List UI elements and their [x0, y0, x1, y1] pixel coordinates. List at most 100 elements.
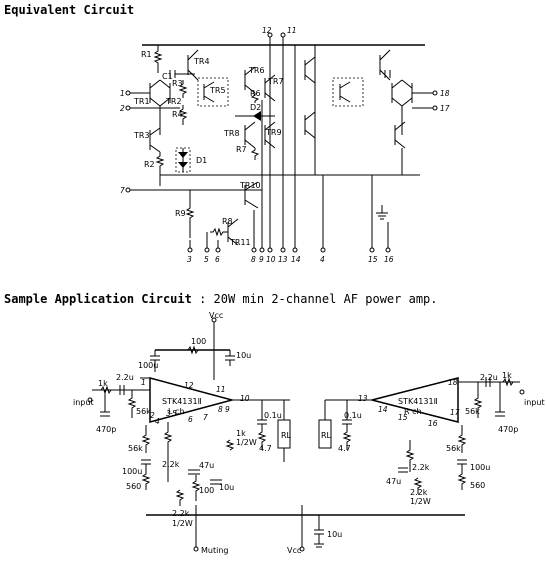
- pin-5-label: 5: [204, 255, 209, 264]
- pin-9-label: 9: [259, 255, 264, 264]
- tr2-label: TR2: [165, 97, 182, 106]
- tr4-label: TR4: [193, 57, 210, 66]
- pin-13-label: 13: [278, 255, 288, 264]
- c100u-top-label: 100u: [138, 361, 158, 370]
- r560-left-label: 560: [126, 482, 141, 491]
- r6-label: R6: [250, 89, 261, 98]
- r560-right-label: 560: [470, 481, 485, 490]
- r1-label: R1: [141, 50, 152, 59]
- c1-label: C1: [162, 72, 173, 81]
- ic-left-pin-4: 4: [155, 417, 160, 426]
- r9-label: R9: [175, 209, 186, 218]
- r22k-left-label: 2.2k: [162, 460, 180, 469]
- tr9-label: TR9: [265, 128, 282, 137]
- ic-left-name: STK4131Ⅱ: [162, 397, 202, 406]
- ic-left-pin-5: 5: [172, 409, 177, 418]
- ic-right-pin-16: 16: [428, 419, 438, 428]
- ic-left-pin-2: 2: [150, 411, 155, 420]
- w-left-label: 1/2W: [172, 519, 193, 528]
- tr3-label: TR3: [133, 131, 150, 140]
- d1-label: D1: [196, 156, 207, 165]
- c10u-left-label: 10u: [219, 483, 234, 492]
- pin-18-label: 18: [440, 89, 450, 98]
- c10u-top-label: 10u: [236, 351, 251, 360]
- bottom-pins: 3 5 6 8 9 10 13 14 4 15 16: [187, 175, 394, 264]
- sample-application-subtitle: : 20W min 2-channel AF power amp.: [199, 292, 438, 306]
- vcc-top-label: Vcc: [209, 311, 223, 320]
- tr1-label: TR1: [133, 97, 150, 106]
- sample-application-title: Sample Application Circuit: [4, 292, 192, 306]
- ic-left-pin-7: 7: [203, 413, 208, 422]
- input-left-label: input: [73, 398, 94, 407]
- tr7-label: TR7: [267, 77, 284, 86]
- ic-right-pin-13: 13: [358, 394, 368, 403]
- c47u-right-label: 47u: [386, 477, 401, 486]
- r56k-left-2-label: 56k: [128, 444, 143, 453]
- c100u-right-label: 100u: [470, 463, 490, 472]
- ic-left-pin-9: 9: [225, 405, 230, 414]
- pin-16-label: 16: [384, 255, 394, 264]
- tr5-label: TR5: [209, 86, 226, 95]
- r47-left-label: 4.7: [259, 444, 272, 453]
- pin-12-label: 12: [262, 26, 272, 35]
- c01u-right-label: 0.1u: [344, 411, 362, 420]
- r22k-right-2-label: 2.2k: [410, 488, 428, 497]
- ic-left-pin-1: 1: [141, 378, 146, 387]
- lch-label: L ch: [168, 407, 184, 416]
- rl-left-label: RL: [281, 431, 292, 440]
- ic-right-pin-15: 15: [398, 413, 408, 422]
- r3-label: R3: [172, 79, 183, 88]
- r100-label: 100: [191, 337, 206, 346]
- r22k-right-label: 2.2k: [412, 463, 430, 472]
- w-left-2-label: 1/2W: [236, 438, 257, 447]
- r22k-left-2-label: 2.2k: [172, 509, 190, 518]
- equivalent-circuit-heading: Equivalent Circuit: [4, 3, 134, 17]
- ic-left-pin-10: 10: [240, 394, 250, 403]
- c01u-left-label: 0.1u: [264, 411, 282, 420]
- sample-application-heading: Sample Application Circuit : 20W min 2-c…: [4, 292, 438, 306]
- application-circuit: Vcc 100 100u 10u 1 12 11 10 2 3 5 6 7 8 …: [73, 311, 545, 555]
- input-right-label: input: [524, 398, 545, 407]
- c10u-bottom-label: 10u: [327, 530, 342, 539]
- r1k-right-label: 1k: [502, 371, 512, 380]
- tr8-label: TR8: [223, 129, 240, 138]
- ic-left-pin-3: 3: [166, 409, 171, 418]
- pin-14-label: 14: [291, 255, 301, 264]
- r47-right-label: 4.7: [338, 444, 351, 453]
- ic-right-pin-18: 18: [448, 378, 458, 387]
- ic-right-name: STK4131Ⅱ: [398, 397, 438, 406]
- pin-15-label: 15: [368, 255, 378, 264]
- c22u-right-label: 2.2u: [480, 373, 498, 382]
- r56k-right-2-label: 56k: [446, 444, 461, 453]
- equivalent-circuit-title: Equivalent Circuit: [4, 3, 135, 17]
- muting-label: Muting: [201, 546, 228, 555]
- ic-right-pin-17: 17: [450, 408, 460, 417]
- w-right-label: 1/2W: [410, 497, 431, 506]
- d2-label: D2: [250, 103, 261, 112]
- ic-right-pin-14: 14: [378, 405, 388, 414]
- r56k-left-1-label: 56k: [136, 407, 151, 416]
- c470p-left-label: 470p: [96, 425, 116, 434]
- pin-11-label: 11: [287, 26, 297, 35]
- tr6-label: TR6: [248, 66, 265, 75]
- ic-left-pin-6: 6: [188, 415, 193, 424]
- c47u-left-label: 47u: [199, 461, 214, 470]
- r56k-right-1-label: 56k: [465, 407, 480, 416]
- c22u-left-label: 2.2u: [116, 373, 134, 382]
- pin-17-label: 17: [440, 104, 450, 113]
- pin-7-label: 7: [120, 186, 125, 195]
- r1k-left-2-label: 1k: [236, 429, 246, 438]
- equivalent-circuit: 12 11 R1 1 2 TR1 TR2 C1 TR4 R3: [120, 26, 450, 264]
- r1k-left-label: 1k: [98, 379, 108, 388]
- pin-6-label: 6: [215, 255, 220, 264]
- ic-left-pin-11: 11: [216, 385, 226, 394]
- pin-2-label: 2: [120, 104, 125, 113]
- pin-4-label: 4: [320, 255, 325, 264]
- pin-10-label: 10: [266, 255, 276, 264]
- r4-label: R4: [172, 110, 183, 119]
- ic-left-pin-12: 12: [184, 381, 194, 390]
- c100u-left-label: 100u: [122, 467, 142, 476]
- r2-label: R2: [144, 160, 155, 169]
- pin-1-label: 1: [120, 89, 125, 98]
